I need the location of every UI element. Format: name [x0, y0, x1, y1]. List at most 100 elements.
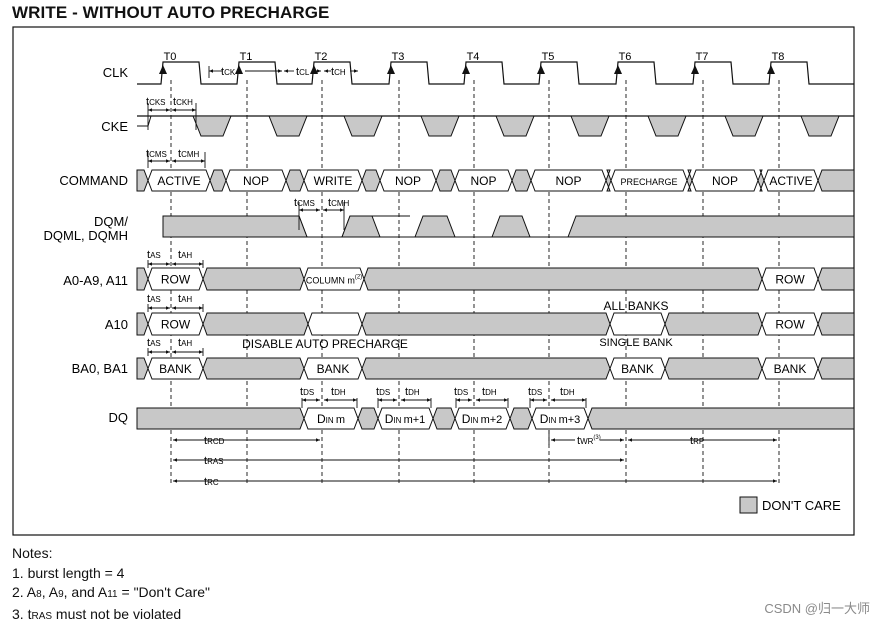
- legend: DON'T CARE: [739, 496, 841, 514]
- command-text-3: NOP: [243, 174, 269, 188]
- label-tds-3: tDS: [528, 386, 542, 398]
- dont-care-swatch: [739, 496, 758, 514]
- label-tdh-1: tDH: [405, 386, 420, 398]
- a10-seg-3: [307, 312, 363, 336]
- label-tcks: tCKS: [146, 96, 166, 108]
- address-text-1: ROW: [161, 273, 191, 287]
- command-text-5: WRITE: [314, 174, 353, 188]
- label-command: COMMAND: [59, 173, 128, 188]
- a10-seg-6: [664, 312, 763, 336]
- ba-text-3: BANK: [317, 362, 350, 376]
- command-seg-18: [817, 169, 855, 192]
- label-tdh-0: tDH: [331, 386, 346, 398]
- disable-auto-precharge-label: DISABLE AUTO PRECHARGE: [242, 337, 408, 351]
- command-seg-16: [757, 169, 765, 192]
- command-seg-10: [511, 169, 532, 192]
- label-dqm: DQM/: [94, 214, 128, 229]
- label-tas-ba: tAS: [147, 337, 161, 349]
- clk-waveform: [137, 61, 854, 85]
- cke-dont-care-6: [647, 115, 687, 137]
- label-dqml-dqmh: DQML, DQMH: [44, 228, 129, 243]
- command-text-13: PRECHARGE: [620, 177, 677, 187]
- address-text-3: COLUMN m(2): [306, 275, 362, 286]
- watermark: CSDN @归一大师: [764, 601, 870, 616]
- cke-dont-care-1: [268, 115, 308, 137]
- label-address: A0-A9, A11: [63, 273, 128, 288]
- cke-rise: [137, 115, 152, 127]
- cke-dont-care-7: [724, 115, 764, 137]
- label-cke: CKE: [101, 119, 128, 134]
- clock-label-t1: T1: [240, 51, 253, 63]
- label-trp: tRP: [690, 435, 704, 447]
- label-tas-a10: tAS: [147, 293, 161, 305]
- clock-label-t8: T8: [772, 51, 785, 63]
- command-seg-14: [686, 169, 693, 192]
- cke-dont-care-5: [570, 115, 610, 137]
- label-tdh-2: tDH: [482, 386, 497, 398]
- label-tcms-cmd: tCMS: [146, 148, 167, 160]
- a10-seg-5: [609, 312, 666, 336]
- cke-dont-care-3: [420, 115, 460, 137]
- dqm-dont-care-4: [567, 215, 855, 238]
- ba-text-7: BANK: [774, 362, 807, 376]
- label-tds-0: tDS: [300, 386, 314, 398]
- dq-data-0: DIN m: [317, 412, 345, 426]
- clk-edge-arrow-t5: [537, 65, 545, 74]
- label-trc: tRC: [204, 476, 219, 488]
- clk-edge-arrow-t8: [767, 65, 775, 74]
- clock-label-t6: T6: [619, 51, 632, 63]
- clock-label-t7: T7: [696, 51, 709, 63]
- label-tah-ba: tAH: [178, 337, 192, 349]
- a10-text-7: ROW: [775, 318, 805, 332]
- label-tcms-dqm: tCMS: [294, 197, 315, 209]
- ba-seg-4: [361, 357, 611, 380]
- ba-seg-0: [136, 357, 149, 380]
- clk-edge-arrow-t4: [462, 65, 470, 74]
- address-seg-2: [202, 267, 305, 291]
- command-text-15: NOP: [712, 174, 738, 188]
- note-2: 2. A8, A9, and A11 = "Don't Care": [12, 584, 210, 600]
- command-seg-8: [435, 169, 456, 192]
- note-3: 3. tRAS must not be violated: [12, 605, 182, 622]
- ba-seg-8: [817, 357, 855, 380]
- command-text-7: NOP: [395, 174, 421, 188]
- cke-dont-care-8: [800, 115, 840, 137]
- address-seg-4: [363, 267, 763, 291]
- ba-seg-2: [202, 357, 305, 380]
- dont-care-label: DON'T CARE: [762, 498, 841, 513]
- clock-label-t4: T4: [467, 51, 480, 63]
- label-tras: tRAS: [204, 455, 224, 467]
- ba-seg-6: [664, 357, 763, 380]
- label-tckh: tCKH: [173, 96, 193, 108]
- label-tch: tCH: [331, 66, 346, 78]
- label-dq: DQ: [109, 410, 129, 425]
- dq-seg-6: [509, 407, 533, 430]
- a10-text-1: ROW: [161, 318, 191, 332]
- command-seg-4: [285, 169, 305, 192]
- clk-edge-arrow-t7: [691, 65, 699, 74]
- dq-seg-8: [587, 407, 855, 430]
- label-ba: BA0, BA1: [72, 361, 128, 376]
- label-tds-1: tDS: [376, 386, 390, 398]
- a10-all-banks-label: ALL BANKS: [604, 299, 669, 313]
- label-trcd: tRCD: [204, 435, 225, 447]
- ba-text-1: BANK: [159, 362, 192, 376]
- command-seg-12: [605, 169, 612, 192]
- label-tck: tCK: [221, 66, 236, 78]
- dqm-dont-care-0: [162, 215, 308, 238]
- command-text-1: ACTIVE: [157, 174, 200, 188]
- command-text-11: NOP: [555, 174, 581, 188]
- dq-seg-4: [432, 407, 456, 430]
- clk-edge-arrow-t3: [387, 65, 395, 74]
- ba-text-5: BANK: [621, 362, 654, 376]
- command-text-9: NOP: [470, 174, 496, 188]
- label-tcmh-dqm: tCMH: [328, 197, 350, 209]
- command-seg-6: [361, 169, 381, 192]
- a10-seg-8: [817, 312, 855, 336]
- address-text-5: ROW: [775, 273, 805, 287]
- command-text-17: ACTIVE: [769, 174, 812, 188]
- signal-waveforms: [136, 61, 855, 430]
- clock-label-t3: T3: [392, 51, 405, 63]
- cke-dont-care-4: [495, 115, 535, 137]
